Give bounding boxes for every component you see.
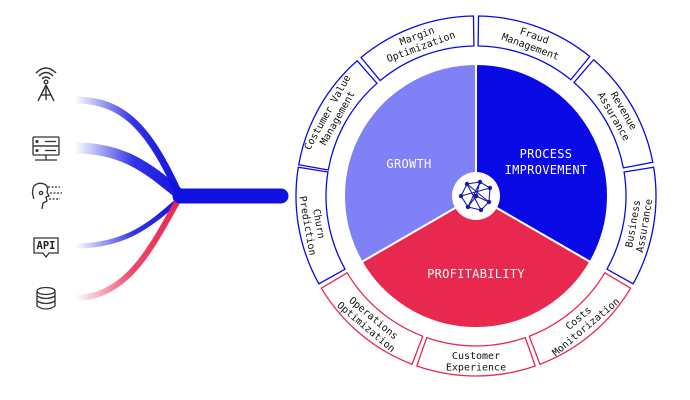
antenna-icon [35, 67, 57, 102]
data-flow-streams [74, 96, 289, 301]
flow-stream-antenna [74, 96, 184, 198]
flow-stream-database [74, 195, 183, 301]
ring-segment-business-assurance: BusinessAssurance [606, 166, 657, 285]
flow-stream-server [74, 142, 186, 201]
ring-segment-frame [606, 166, 657, 285]
segment-label-process: PROCESS [520, 147, 573, 161]
ring-segment-frame [477, 15, 591, 81]
segment-growth [343, 62, 477, 264]
ring-segment-fraud-management: FraudManagement [477, 15, 591, 81]
ring-segment-frame [320, 271, 424, 366]
segment-label-improvement: IMPROVEMENT [505, 163, 588, 177]
ring-segment-frame [573, 58, 654, 169]
ring-segment-frame [528, 271, 632, 366]
ring-segment-frame [297, 59, 378, 171]
center-wheel: GROWTH PROCESS IMPROVEMENT PROFITABILITY [343, 62, 609, 329]
api-icon: API [33, 237, 59, 259]
network-hub-icon [452, 172, 500, 220]
database-icon [36, 286, 56, 310]
ring-segment-frame [295, 166, 346, 285]
segment-label-profitability: PROFITABILITY [427, 267, 525, 281]
ring-segment-churn-prediction: ChurnPrediction [295, 166, 346, 285]
server-icon [32, 136, 60, 161]
segment-profitability [360, 194, 592, 329]
robot-head-icon [31, 182, 62, 210]
svg-text:API: API [37, 240, 56, 252]
ring-segment-frame [360, 15, 475, 82]
segment-label-growth: GROWTH [386, 157, 431, 171]
segment-process-improvement [475, 62, 609, 264]
ring-segment-frame [415, 336, 537, 377]
